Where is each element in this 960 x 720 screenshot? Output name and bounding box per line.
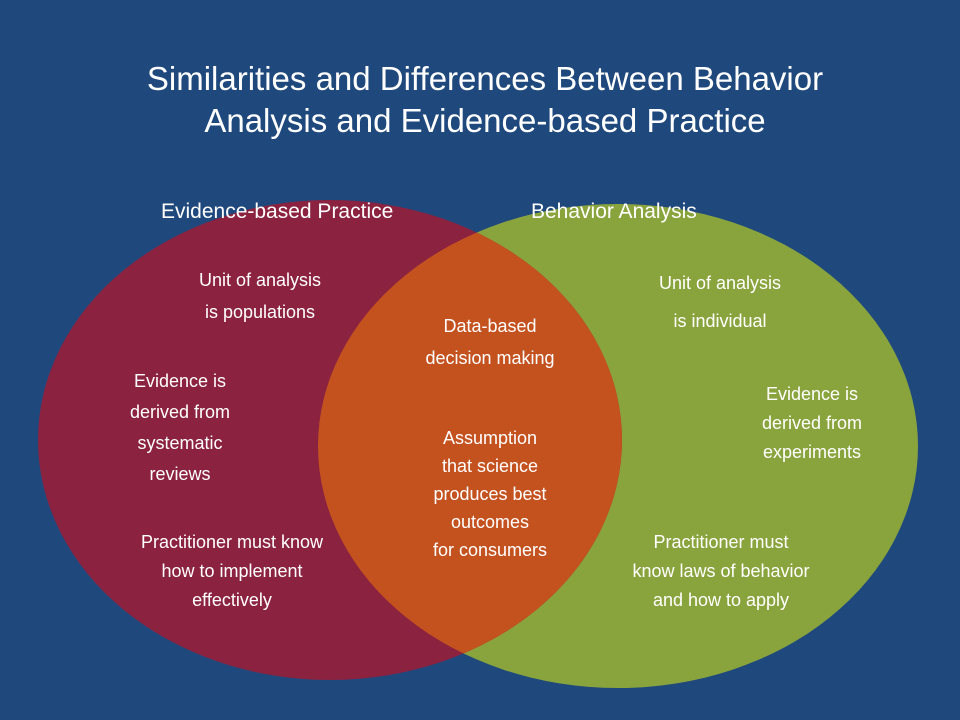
right-practitioner: Practitioner must know laws of behavior … (596, 528, 846, 615)
left-evidence-line-2: derived from (129, 402, 231, 422)
center-assumption-line-4: outcomes (450, 512, 530, 532)
right-evidence-line-3: experiments (762, 442, 862, 462)
right-practitioner-line-1: Practitioner must (653, 532, 789, 552)
left-practitioner-line-1: Practitioner must know (140, 532, 324, 552)
right-practitioner-line-3: and how to apply (652, 590, 790, 610)
venn-overlap (318, 204, 622, 680)
left-evidence-line-4: reviews (149, 464, 211, 484)
center-assumption-line-3: produces best (433, 484, 547, 504)
center-assumption-line-1: Assumption (442, 428, 538, 448)
center-data-line-2: decision making (425, 348, 555, 368)
right-unit-line-2: is individual (673, 311, 767, 331)
center-assumption: Assumption that science produces best ou… (395, 424, 585, 564)
left-unit-of-analysis: Unit of analysis is populations (140, 264, 380, 328)
right-evidence-line-2: derived from (761, 413, 863, 433)
left-unit-line-2: is populations (204, 302, 316, 322)
left-practitioner-line-2: how to implement (161, 561, 303, 581)
slide-title: Similarities and Differences Between Beh… (60, 58, 910, 142)
left-unit-line-1: Unit of analysis (198, 270, 322, 290)
left-evidence: Evidence is derived from systematic revi… (90, 366, 270, 490)
right-unit-line-1: Unit of analysis (658, 273, 782, 293)
label-behavior-analysis: Behavior Analysis (531, 200, 697, 223)
right-evidence: Evidence is derived from experiments (722, 380, 902, 467)
left-practitioner-line-3: effectively (192, 590, 272, 610)
title-line-1: Similarities and Differences Between Beh… (146, 60, 824, 97)
right-evidence-line-1: Evidence is (765, 384, 859, 404)
left-practitioner: Practitioner must know how to implement … (102, 528, 362, 615)
center-data-line-1: Data-based (443, 316, 537, 336)
center-assumption-line-5: for consumers (432, 540, 548, 560)
left-evidence-line-1: Evidence is (133, 371, 227, 391)
right-practitioner-line-2: know laws of behavior (632, 561, 810, 581)
title-line-2: Analysis and Evidence-based Practice (204, 102, 766, 139)
center-data-based: Data-based decision making (390, 310, 590, 374)
center-assumption-line-2: that science (441, 456, 539, 476)
label-evidence-based-practice: Evidence-based Practice (161, 200, 394, 223)
right-unit-of-analysis: Unit of analysis is individual (600, 264, 840, 340)
left-evidence-line-3: systematic (137, 433, 223, 453)
